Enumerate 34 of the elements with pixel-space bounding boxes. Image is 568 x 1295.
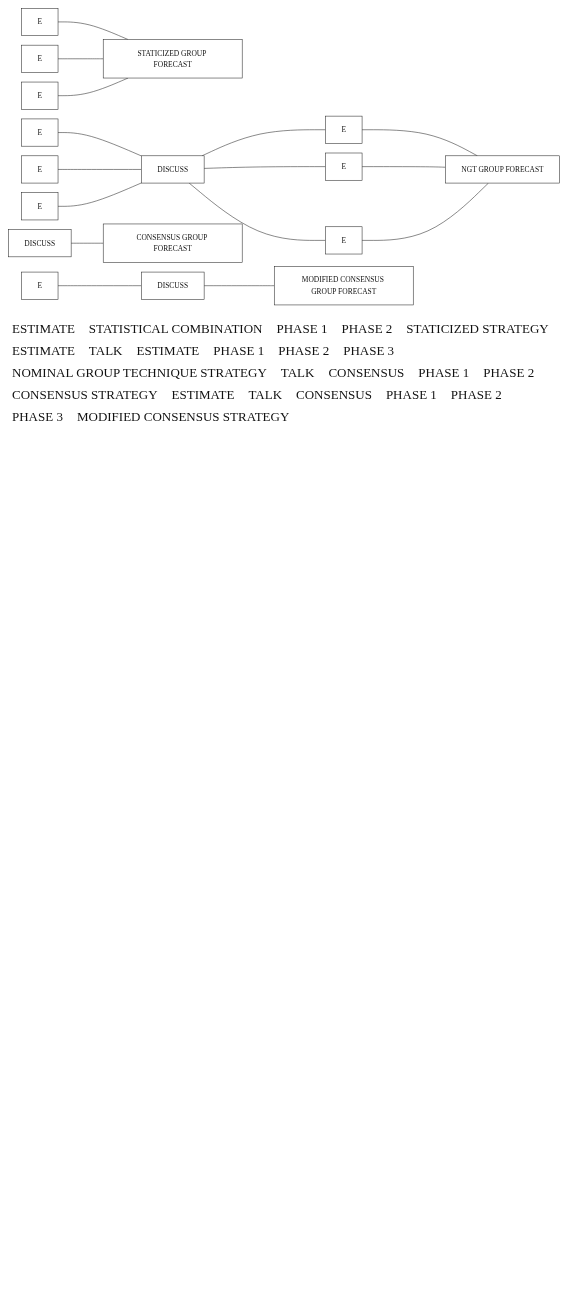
connector: [57, 21, 129, 40]
text-label: CONSENSUS: [296, 387, 372, 404]
text-label: ESTIMATE: [171, 387, 235, 404]
text-label: PHASE 3: [343, 343, 395, 360]
connector: [361, 182, 489, 241]
connector: [203, 166, 326, 169]
text-label: MODIFIED CONSENSUS STRATEGY: [76, 409, 290, 426]
text-label: STATICIZED STRATEGY: [406, 321, 549, 338]
text-label: TALK: [88, 343, 123, 360]
connector: [57, 169, 142, 170]
text-label: ESTIMATE: [12, 321, 75, 338]
text-label: NOMINAL GROUP TECHNIQUE STRATEGY: [12, 365, 267, 382]
text-label: CONSENSUS: [328, 365, 405, 382]
connector: [57, 182, 142, 207]
connector: [361, 129, 478, 157]
text-label: TALK: [248, 387, 283, 404]
text-label: STATISTICAL COMBINATION: [88, 321, 263, 338]
text-label: PHASE 1: [213, 343, 265, 360]
text-label: PHASE 1: [385, 387, 437, 404]
text-label: PHASE 2: [341, 321, 393, 338]
connector: [361, 166, 446, 168]
text-label: CONSENSUS STRATEGY: [12, 387, 158, 404]
connector: [203, 285, 275, 286]
text-label: PHASE 1: [276, 321, 328, 338]
text-label: TALK: [280, 365, 315, 382]
text-label: PHASE 1: [418, 365, 470, 382]
text-label: PHASE 2: [278, 343, 330, 360]
text-label: ESTIMATE: [12, 343, 75, 360]
connector: [201, 129, 326, 157]
connector: [57, 132, 142, 157]
text-label: PHASE 2: [483, 365, 535, 382]
text-label: ESTIMATE: [136, 343, 200, 360]
text-label: PHASE 3: [12, 409, 63, 426]
text-label: PHASE 2: [450, 387, 502, 404]
